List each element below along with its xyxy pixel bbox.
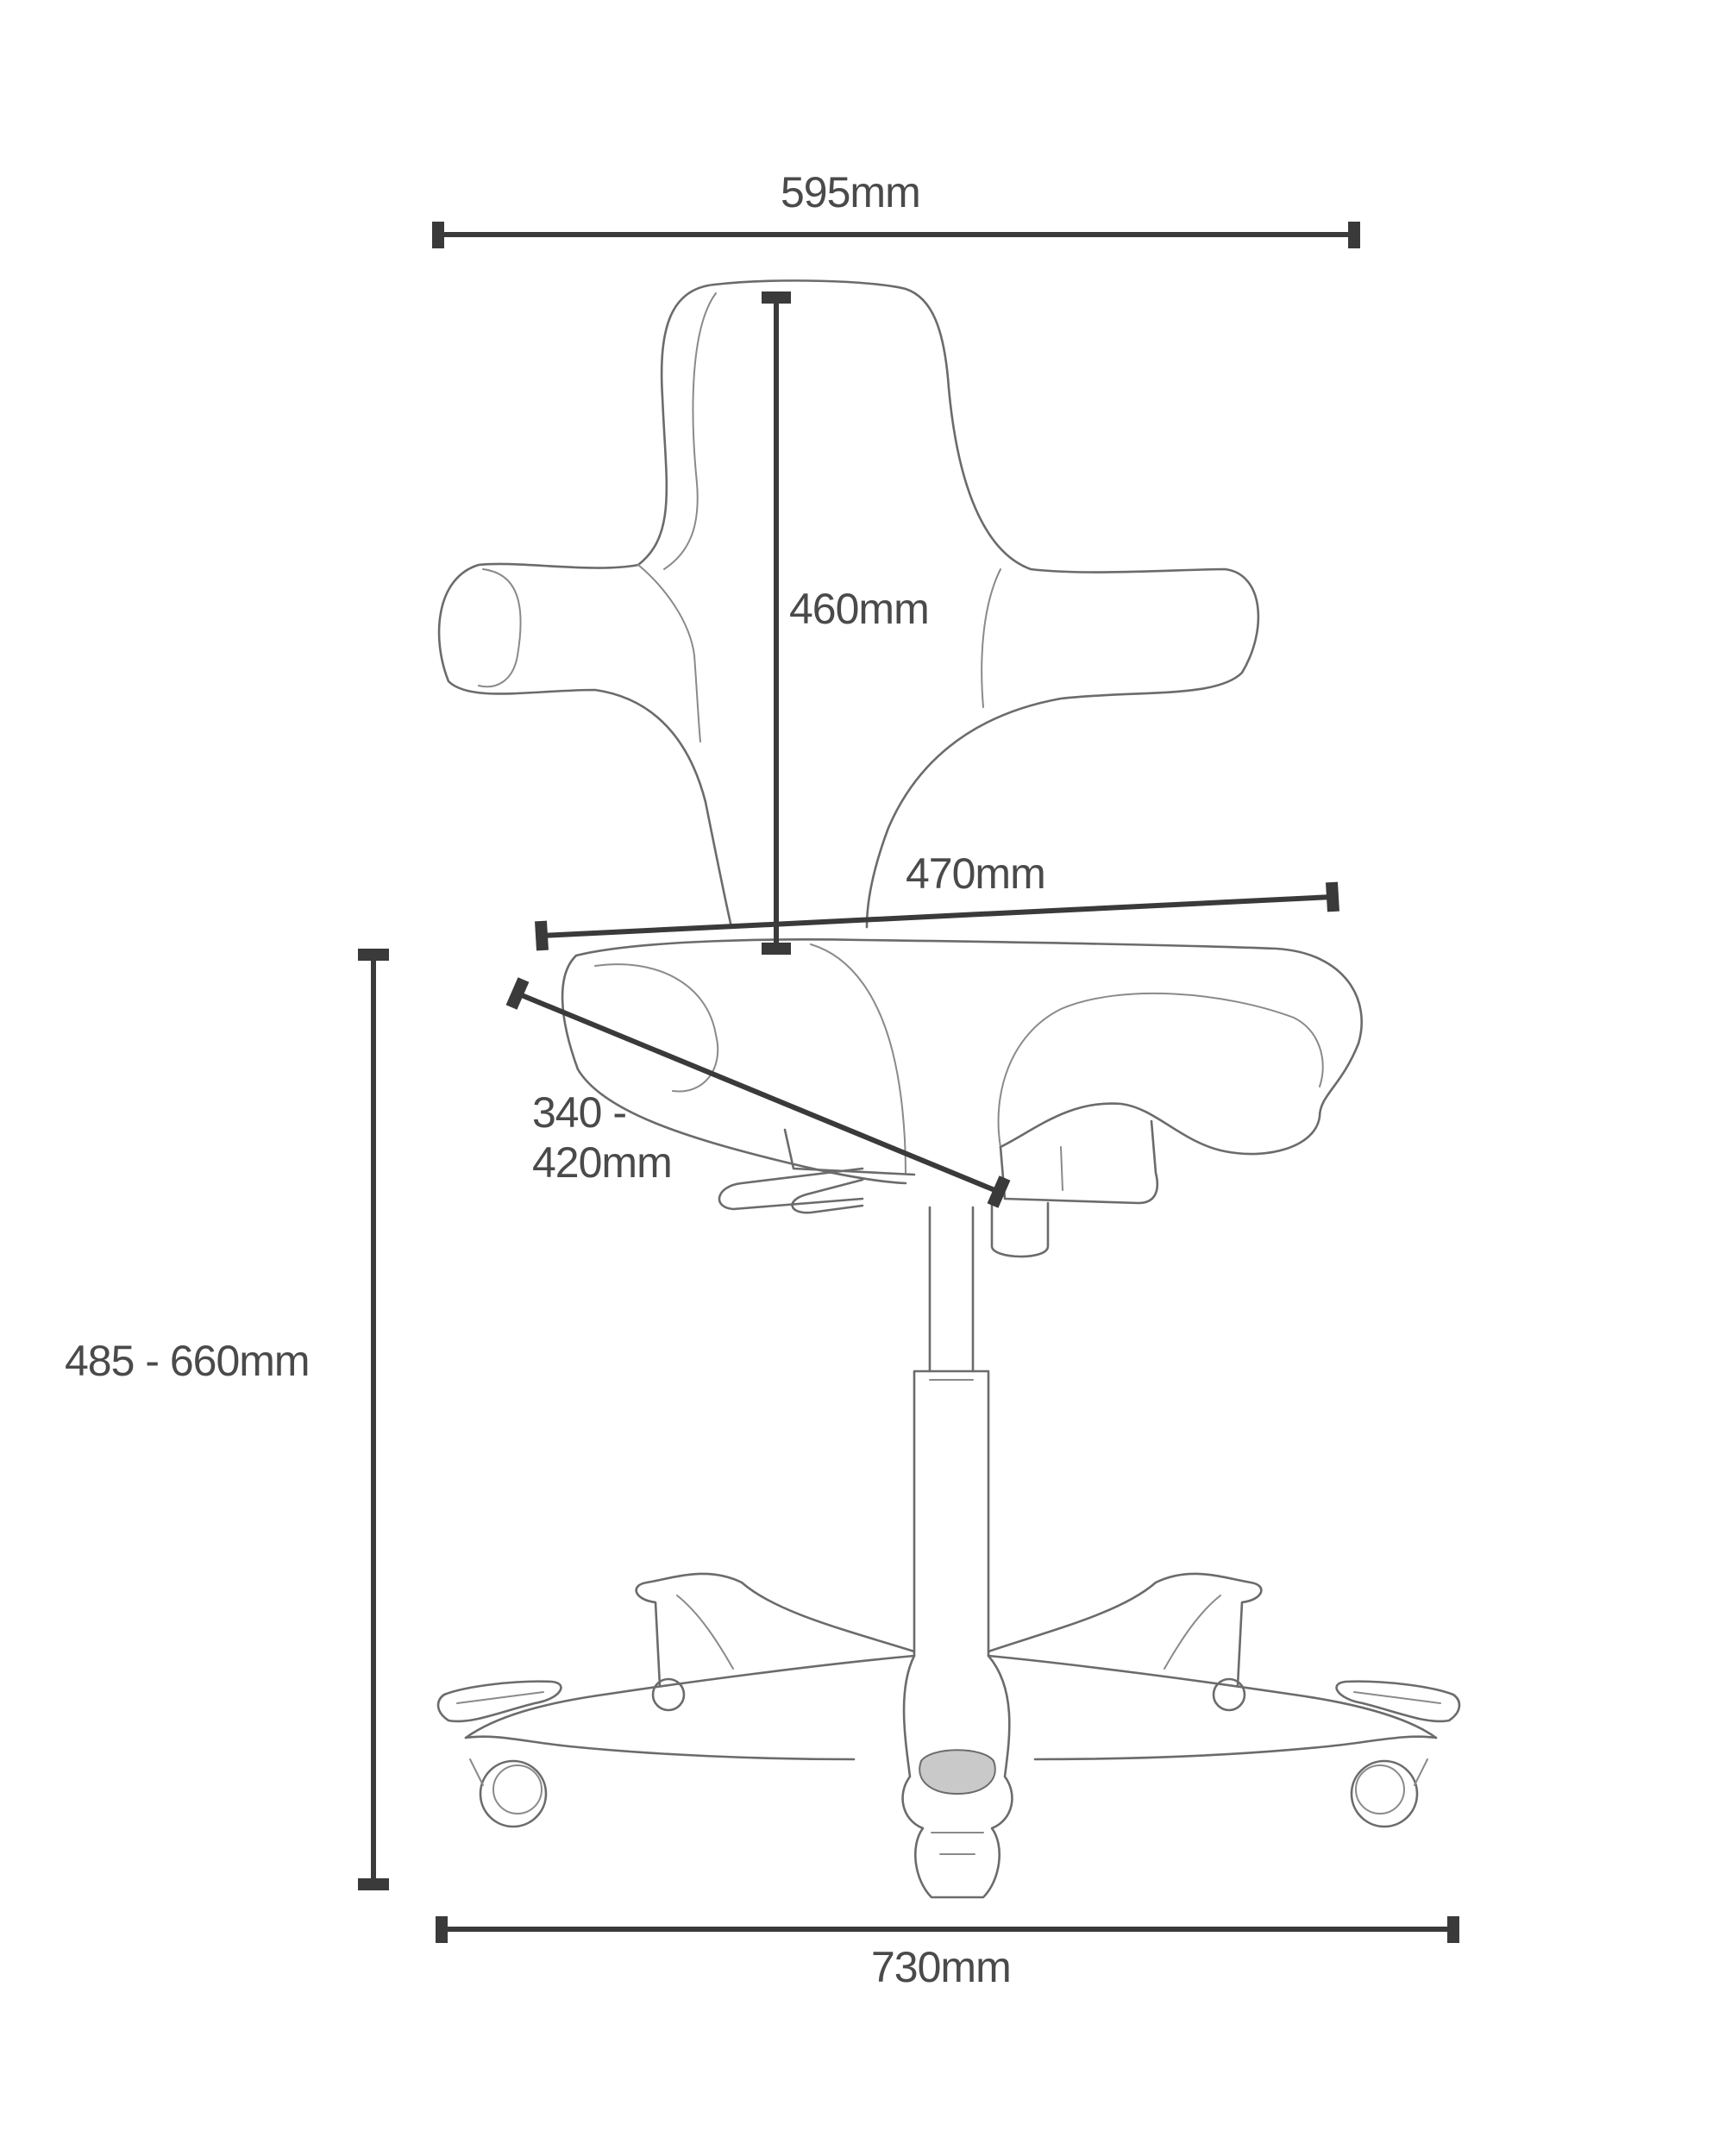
caster-right (1350, 1759, 1419, 1828)
caster-rear-right (1212, 1677, 1246, 1712)
dimension-lines (358, 222, 1459, 1943)
dim-overall-width-line (432, 222, 1360, 248)
front-leg-pad (919, 1749, 996, 1796)
dim-seat-height-label: 485 - 660mm (65, 1337, 310, 1385)
saddle-seat (561, 938, 1363, 1258)
gas-lift-column (913, 1206, 990, 1658)
dim-seat-depth-line (505, 977, 1011, 1208)
five-star-base (436, 1572, 1461, 1899)
dim-seat-depth-label: 340 - 420mm (532, 1088, 673, 1187)
dim-backrest-height-label: 460mm (789, 585, 930, 633)
dim-base-diameter-line (436, 1916, 1459, 1943)
dim-base-diameter-label: 730mm (871, 1943, 1012, 1991)
dim-seat-width-label: 470mm (906, 849, 1046, 898)
dim-backrest-height-line (762, 291, 791, 955)
caster-rear-left (651, 1677, 686, 1712)
dim-seat-height-line (358, 949, 389, 1890)
dim-seat-width-line (535, 881, 1339, 951)
backrest (437, 279, 1260, 929)
caster-left (479, 1759, 548, 1828)
dim-overall-width-label: 595mm (781, 168, 921, 216)
